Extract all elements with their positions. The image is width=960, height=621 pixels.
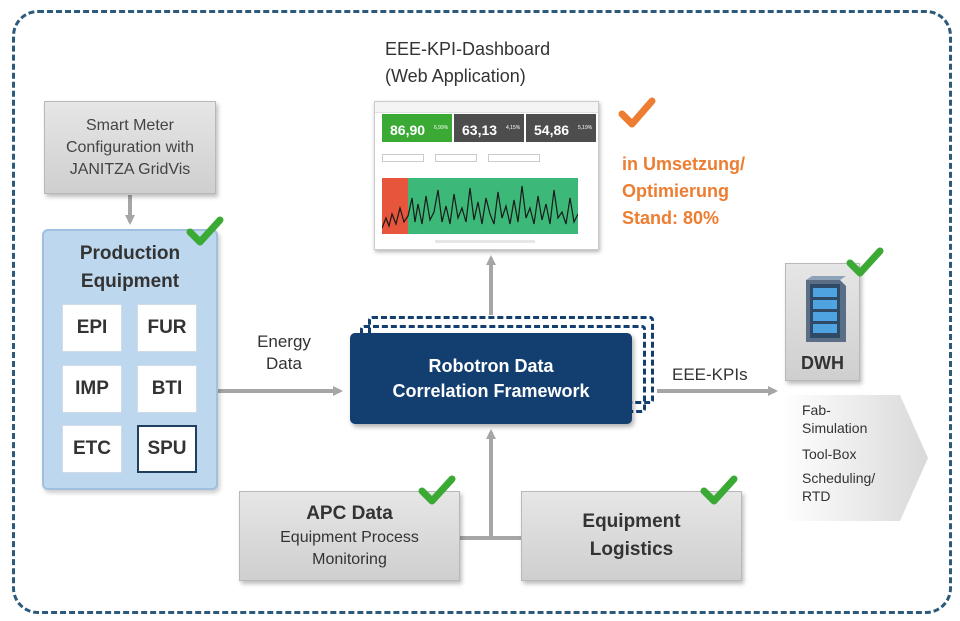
simulation-item-toolbox: Tool-Box: [802, 446, 857, 462]
equipment-spu: SPU: [137, 425, 197, 473]
production-title-line-1: Production: [79, 243, 181, 264]
status-line-2: Optimierung: [622, 181, 729, 201]
dashboard-topbar: [375, 102, 598, 113]
smart-meter-box: Smart Meter Configuration with JANITZA G…: [44, 101, 216, 194]
dashboard-mini-chart: [382, 178, 578, 234]
eee-kpis-label: EEE-KPIs: [672, 365, 748, 384]
dashboard-kpi-1-value: 86,90: [390, 122, 426, 138]
equipment-fur: FUR: [137, 304, 197, 352]
production-title: Production Equipment: [80, 240, 180, 296]
apc-sub-line-1: Equipment Process: [280, 529, 419, 546]
logistics-line-2: Logistics: [589, 539, 674, 560]
dashboard-kpi-3: 54,86 5,19%: [526, 114, 596, 142]
dashboard-kpi-2-value: 63,13: [462, 122, 498, 138]
smart-meter-line-2: Configuration with: [65, 138, 195, 156]
equipment-etc: ETC: [62, 425, 122, 473]
dashboard-title-line-1: EEE-KPI-Dashboard: [385, 39, 551, 59]
dashboard-kpi-3-value: 54,86: [534, 122, 570, 138]
check-icon-dwh: [846, 247, 884, 277]
dashboard-kpi-3-pct: 5,19%: [578, 125, 593, 131]
simulation-item-scheduling: Scheduling/RTD: [802, 470, 876, 504]
equipment-logistics-box: Equipment Logistics: [521, 491, 742, 581]
apc-data-box: APC Data Equipment Process Monitoring: [239, 491, 460, 581]
dashboard-title-line-2: (Web Application): [385, 66, 526, 86]
core-line-2: Correlation Framework: [392, 380, 590, 401]
status-line-3: Stand: 80%: [622, 208, 720, 228]
check-icon-dashboard: [618, 97, 656, 128]
energy-data-line-1: Energy: [257, 332, 311, 351]
equipment-epi: EPI: [62, 304, 122, 352]
dwh-box: DWH: [785, 263, 860, 381]
check-icon-production: [186, 216, 224, 246]
status-text: in Umsetzung/ Optimierung Stand: 80%: [622, 151, 745, 232]
dashboard-filter-3[interactable]: [488, 154, 540, 162]
dashboard-kpi-2: 63,13 4,15%: [454, 114, 524, 142]
dashboard-kpi-2-pct: 4,15%: [506, 125, 521, 131]
dashboard-kpi-1: 86,90 6,99%: [382, 114, 452, 142]
production-title-line-2: Equipment: [80, 271, 180, 292]
core-line-1: Robotron Data: [428, 355, 554, 376]
dashboard-filter-1[interactable]: [382, 154, 424, 162]
robotron-framework-box: Robotron Data Correlation Framework: [350, 333, 632, 424]
apc-sub-line-2: Monitoring: [312, 551, 387, 568]
equipment-bti: BTI: [137, 365, 197, 413]
dashboard-filter-2[interactable]: [435, 154, 477, 162]
dashboard-screenshot: 86,90 6,99% 63,13 4,15% 54,86 5,19%: [374, 101, 599, 250]
simulation-chevron: [782, 395, 928, 521]
dashboard-kpi-1-pct: 6,99%: [434, 125, 449, 131]
simulation-item-fab: Fab-Simulation: [802, 402, 868, 436]
energy-data-line-2: Data: [266, 354, 302, 373]
energy-data-label: Energy Data: [247, 331, 321, 375]
apc-title: APC Data: [306, 503, 393, 524]
check-icon-logistics: [700, 475, 738, 505]
outer-dashed-frame: [12, 10, 952, 614]
smart-meter-line-3: JANITZA GridVis: [69, 160, 191, 178]
logistics-line-1: Equipment: [582, 511, 681, 532]
dwh-label: DWH: [801, 353, 844, 373]
status-line-1: in Umsetzung/: [622, 154, 746, 174]
server-icon: [806, 276, 846, 342]
equipment-imp: IMP: [62, 365, 122, 413]
dashboard-legend: [435, 240, 535, 243]
simulation-list: Fab-Simulation Tool-Box Scheduling/RTD: [802, 401, 875, 513]
smart-meter-line-1: Smart Meter: [85, 116, 174, 134]
check-icon-apc: [418, 475, 456, 505]
dashboard-title: EEE-KPI-Dashboard (Web Application): [385, 36, 550, 90]
